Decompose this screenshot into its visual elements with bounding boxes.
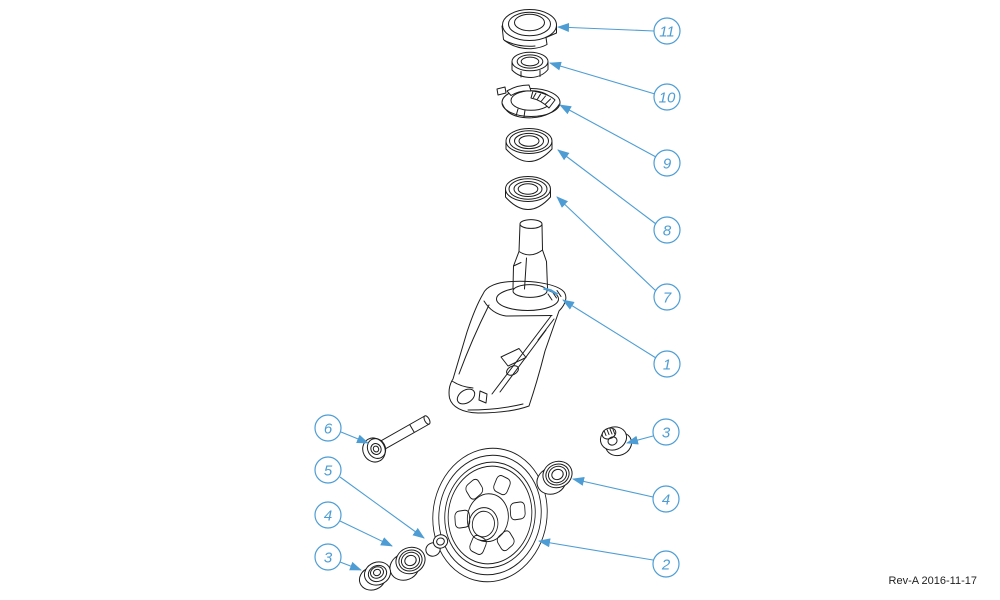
callout-circles-layer: [314, 17, 681, 578]
leader-lines-layer: [339, 22, 657, 571]
callout-label-2: 2: [661, 557, 671, 574]
leader-line-8: [557, 149, 657, 225]
callout-circle-10: [653, 83, 681, 111]
callout-label-4-right: 4: [662, 492, 670, 509]
leader-line-9: [559, 104, 657, 158]
callout-circle-5: [314, 456, 342, 484]
axle-nut-right-part: [599, 426, 633, 457]
callout-circle-4-left: [314, 501, 342, 529]
callout-circle-4-right: [652, 485, 680, 513]
leader-line-5: [339, 476, 425, 539]
callout-label-4-left: 4: [324, 508, 332, 525]
callout-label-10: 10: [659, 90, 676, 107]
wheel-bearing-left-part: [389, 546, 426, 581]
callout-label-7: 7: [663, 290, 672, 307]
axle-nut-left-part: [358, 561, 392, 591]
callout-label-1: 1: [663, 357, 671, 374]
leader-line-10: [549, 61, 656, 95]
leader-line-4-right: [572, 477, 654, 498]
leader-line-7: [556, 196, 657, 292]
lower-stem-bearing-part: [505, 176, 551, 210]
axle-bolt-part: [362, 415, 431, 463]
revision-note: Rev-A 2016-11-17: [889, 575, 977, 587]
callout-circle-8: [653, 216, 681, 244]
leader-line-1: [562, 299, 657, 359]
leader-line-4-left: [339, 520, 393, 547]
parts-layer: [358, 9, 633, 591]
callout-circle-6: [314, 414, 342, 442]
callout-circle-2: [652, 550, 680, 578]
callout-circle-3-left: [314, 543, 342, 571]
callout-label-5: 5: [324, 463, 333, 480]
callout-label-3-left: 3: [324, 550, 333, 567]
callout-labels-layer: 11 10 9 8 7 1 3 4 2 6 5 4 3: [324, 24, 676, 574]
callout-circle-11: [653, 17, 681, 45]
callout-label-6: 6: [324, 421, 333, 438]
bearing-retainer-part: [496, 84, 561, 119]
leader-line-2: [538, 538, 654, 561]
fork-highlight-edge: [543, 287, 559, 296]
leader-line-3-right: [626, 435, 654, 445]
callout-label-8: 8: [663, 223, 672, 240]
wheel-bearing-right-part: [536, 460, 573, 495]
lock-nut-part: [511, 51, 549, 78]
callout-circle-1: [653, 350, 681, 378]
callout-label-3-right: 3: [662, 425, 671, 442]
hub-spacer-part: [425, 534, 449, 557]
leader-line-3-left: [339, 561, 362, 571]
upper-stem-bearing-part: [505, 128, 553, 162]
leader-line-6: [340, 431, 369, 444]
callout-circle-7: [653, 283, 681, 311]
leader-line-11: [557, 22, 655, 32]
stem-cap-part: [501, 9, 557, 50]
callout-label-11: 11: [659, 24, 675, 41]
callout-label-9: 9: [663, 156, 672, 173]
callout-circle-9: [653, 149, 681, 177]
wheel-part: [432, 447, 548, 583]
caster-fork-part: [448, 219, 567, 414]
callout-circle-3-right: [652, 418, 680, 446]
